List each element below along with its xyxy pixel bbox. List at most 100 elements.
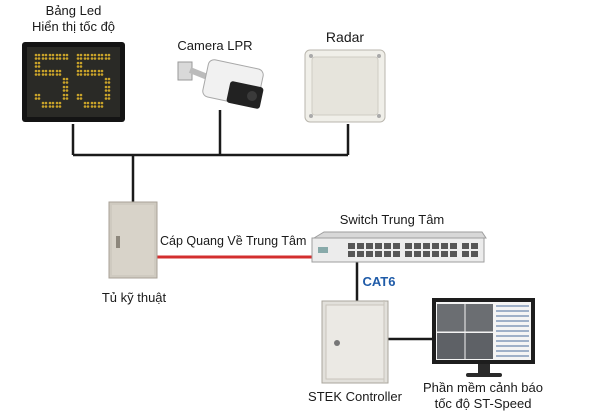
led-dot: [41, 73, 45, 76]
led-dot: [76, 97, 80, 100]
led-dot: [65, 57, 69, 60]
led-dot: [62, 77, 66, 81]
led-dot: [48, 105, 52, 108]
led-dot: [104, 81, 108, 84]
led-dot: [44, 101, 48, 105]
led-dot: [41, 69, 45, 73]
led-dot: [100, 73, 104, 76]
led-dot: [58, 53, 62, 57]
switch-port: [348, 251, 355, 257]
led-dot: [37, 93, 41, 97]
switch-port: [414, 243, 421, 249]
led-dot: [93, 73, 97, 76]
fiber-link-label: Cáp Quang Về Trung Tâm: [160, 234, 307, 248]
led-dot: [62, 85, 66, 89]
led-dot: [55, 105, 59, 108]
led-dot: [34, 61, 38, 65]
led-dot: [58, 69, 62, 73]
led-board-icon: [22, 42, 125, 122]
led-dot: [76, 69, 80, 73]
led-dot: [44, 73, 48, 76]
monitor-table-row: [496, 330, 529, 332]
switch-port: [441, 243, 448, 249]
led-dot: [37, 73, 41, 76]
led-dot: [37, 97, 41, 100]
cabinet-icon: [108, 201, 158, 279]
monitor-table-row: [496, 315, 529, 317]
led-dot: [90, 73, 94, 76]
led-dot: [62, 57, 66, 60]
led-dot: [65, 85, 69, 89]
led-dot: [51, 69, 55, 73]
led-dot: [100, 57, 104, 60]
switch-port: [414, 251, 421, 257]
switch-port: [357, 243, 364, 249]
led-dot: [97, 105, 101, 108]
radar-label: Radar: [325, 29, 365, 45]
led-dot: [65, 93, 69, 97]
led-dot: [62, 89, 66, 92]
led-dot: [86, 57, 90, 60]
led-dot: [79, 93, 83, 97]
led-dot: [34, 53, 38, 57]
switch-port: [366, 251, 373, 257]
led-dot: [107, 81, 111, 84]
led-dot: [86, 53, 90, 57]
led-dot: [76, 53, 80, 57]
monitor-table-row: [496, 340, 529, 342]
led-dot: [48, 57, 52, 60]
led-dot: [62, 53, 66, 57]
led-dot: [83, 57, 87, 60]
switch-uplink-port: [462, 243, 469, 249]
led-dot: [100, 53, 104, 57]
led-dot: [86, 105, 90, 108]
led-dot: [55, 101, 59, 105]
network-switch-icon: [311, 231, 487, 263]
led-dot: [76, 65, 80, 68]
led-dot: [107, 57, 111, 60]
led-dot: [79, 73, 83, 76]
monitor-table-row: [496, 305, 529, 307]
led-board-label: Bảng Led Hiển thị tốc độ: [4, 3, 143, 35]
led-dot: [100, 105, 104, 108]
led-dot: [58, 101, 62, 105]
switch-port: [432, 251, 439, 257]
led-dot: [86, 73, 90, 76]
led-dot: [37, 53, 41, 57]
led-dot: [51, 73, 55, 76]
led-dot: [34, 65, 38, 68]
led-dot: [104, 57, 108, 60]
led-dot: [58, 57, 62, 60]
led-dot: [34, 69, 38, 73]
led-dot: [90, 69, 94, 73]
software-label-line1: Phần mềm cảnh báo: [423, 380, 543, 395]
led-dot: [79, 53, 83, 57]
monitor-icon: [432, 298, 535, 377]
led-dot: [34, 97, 38, 100]
led-dot: [79, 57, 83, 60]
led-dot: [55, 73, 59, 76]
led-dot: [97, 73, 101, 76]
led-dot: [34, 93, 38, 97]
monitor-table-row: [496, 345, 529, 347]
led-dot: [79, 61, 83, 65]
led-dot: [65, 89, 69, 92]
led-dot: [55, 69, 59, 73]
software-label-line2: tốc độ ST-Speed: [434, 396, 532, 411]
bus-wires: [71, 110, 350, 202]
led-board-label-line1: Bảng Led: [45, 3, 102, 18]
switch-uplink-port: [471, 243, 478, 249]
led-dot: [97, 53, 101, 57]
controller-label: STEK Controller: [308, 389, 402, 404]
led-dot: [97, 69, 101, 73]
led-dot: [48, 101, 52, 105]
led-dot: [76, 73, 80, 76]
led-dot: [37, 57, 41, 60]
led-dot: [44, 69, 48, 73]
software-label: Phần mềm cảnh báo tốc độ ST-Speed: [413, 380, 553, 412]
led-dot: [51, 53, 55, 57]
led-dot: [76, 93, 80, 97]
led-dot: [107, 97, 111, 100]
led-dot: [62, 81, 66, 84]
